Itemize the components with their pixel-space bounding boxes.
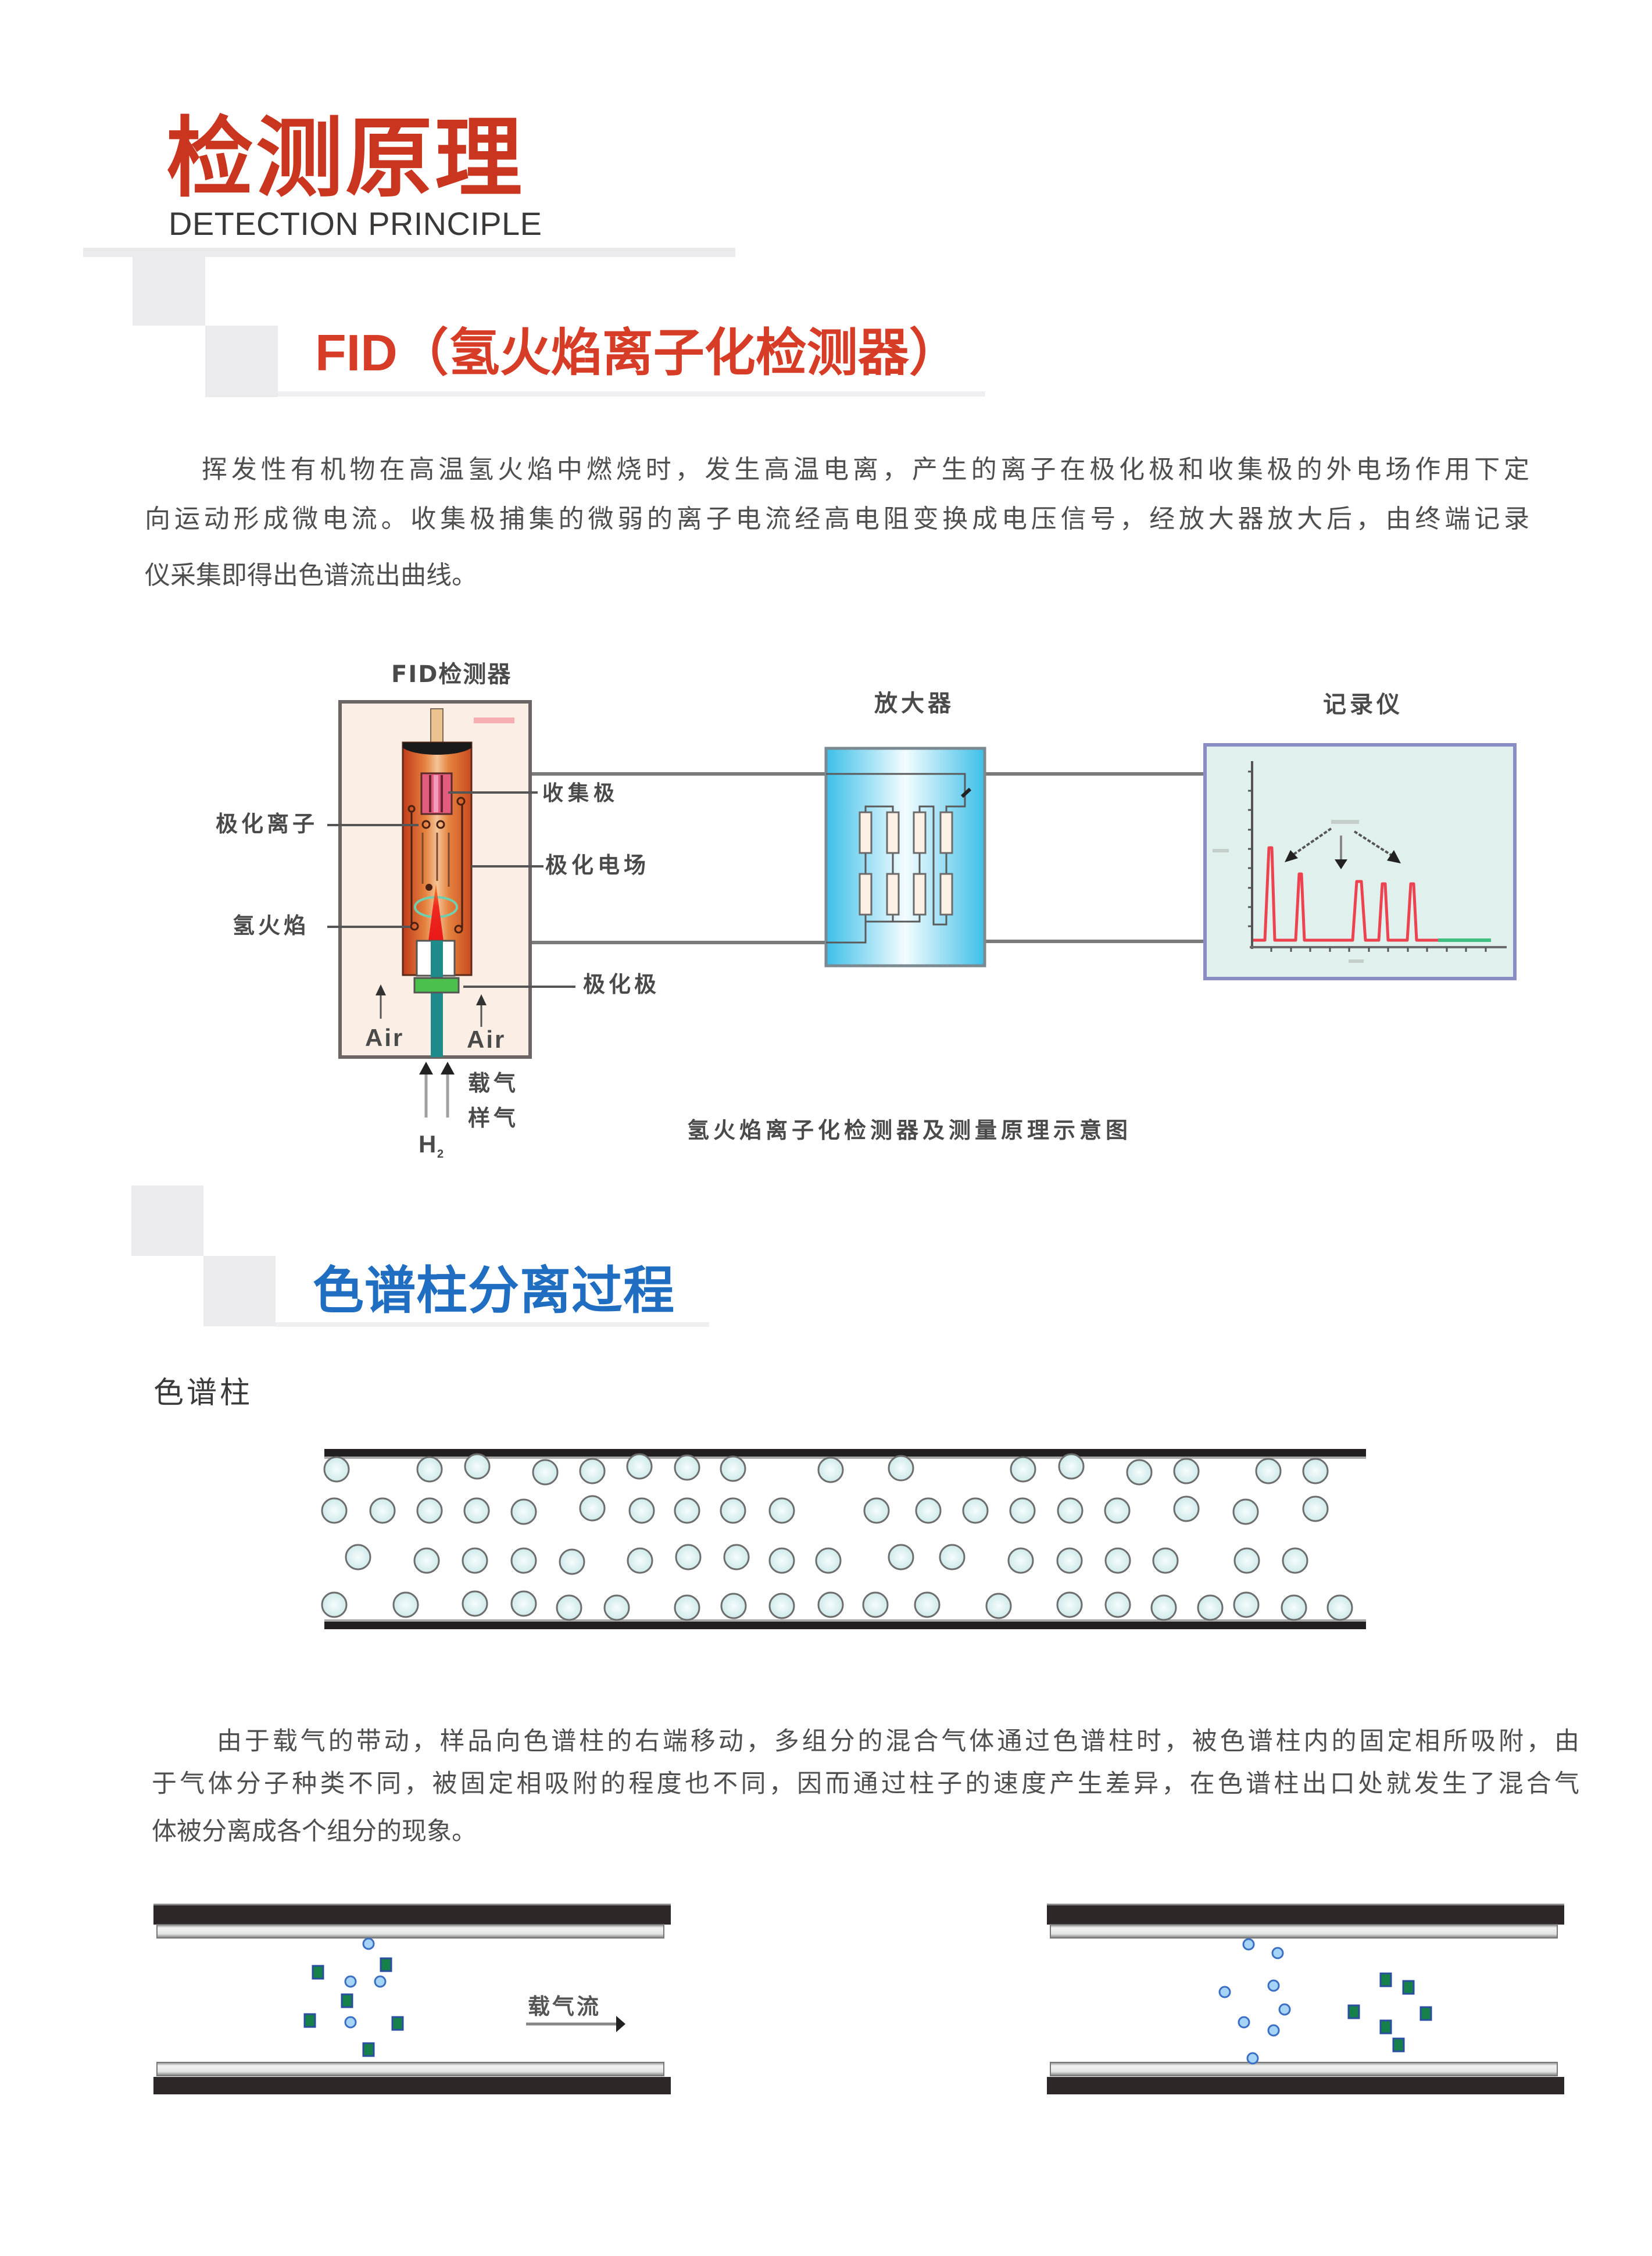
- label-air-right: Air: [467, 1026, 506, 1053]
- hydrogen-flame: [428, 884, 444, 941]
- red-label-mark: [474, 718, 514, 723]
- separation-paragraph-line: 由于载气的带动，样品向色谱柱的右端移动，多组分的混合气体通过色谱柱时，被色谱柱内…: [217, 1727, 1579, 1756]
- detector-title: FID检测器: [391, 661, 512, 688]
- label-polarizing-field: 极化电场: [545, 852, 650, 878]
- fid-paragraph-line: 挥发性有机物在高温氢火焰中燃烧时，发生高温电离，产生的离子在极化极和收集极的外电…: [202, 455, 1529, 484]
- separation-after-illustration: [1047, 1904, 1564, 2094]
- polarizing-electrode: [413, 977, 460, 994]
- peak-arrows-icon: [1285, 827, 1401, 869]
- page-title: 检测原理: [166, 108, 525, 209]
- chromatogram-axes: [1213, 761, 1507, 963]
- separation-before-illustration: [153, 1904, 671, 2094]
- fid-section-heading: FID（氢火焰离子化检测器）: [315, 324, 960, 381]
- carrier-flow-label: 载气流: [528, 1994, 602, 2019]
- carrier-flow-arrow-icon: [526, 2016, 625, 2032]
- header-decoration: [83, 248, 985, 397]
- label-polarized-ions: 极化离子: [216, 811, 319, 837]
- cylinder-cap: [403, 743, 471, 755]
- separation-paragraph-line: 于气体分子种类不同，被固定相吸附的程度也不同，因而通过柱子的速度产生差异，在色谱…: [152, 1769, 1579, 1798]
- separation-paragraph-line: 体被分离成各个组分的现象。: [152, 1817, 477, 1846]
- page-subtitle: DETECTION PRINCIPLE: [169, 205, 542, 242]
- air-arrow-left-icon: [376, 984, 386, 1019]
- air-arrow-right-icon: [476, 994, 487, 1027]
- recorder-illustration: [1203, 743, 1517, 980]
- collector-electrode: [420, 772, 453, 815]
- column-illustration: [321, 1449, 1366, 1629]
- chromatogram-trace: [1253, 846, 1438, 942]
- fid-paragraph-line: 向运动形成微电流。收集极捕集的微弱的离子电流经高电阻变换成电压信号，经放大器放大…: [145, 504, 1529, 534]
- label-carrier-gas: 载气: [468, 1070, 520, 1096]
- fid-paragraph-line: 仪采集即得出色谱流出曲线。: [145, 561, 477, 590]
- label-hydrogen-subscript: 2: [437, 1148, 444, 1161]
- column-label: 色谱柱: [153, 1376, 253, 1411]
- gas-inlet-arrows-icon: [419, 1062, 455, 1118]
- label-air-left: Air: [365, 1024, 405, 1051]
- fid-detector-illustration: [327, 700, 575, 1118]
- detector-rod: [430, 708, 444, 743]
- packing-beads: [321, 1453, 1353, 1621]
- separation-section-heading: 色谱柱分离过程: [313, 1261, 675, 1320]
- amplifier-illustration: [824, 747, 986, 968]
- recorder-title: 记录仪: [1323, 691, 1403, 718]
- diagram-caption: 氢火焰离子化检测器及测量原理示意图: [687, 1118, 1132, 1143]
- label-sample-gas: 样气: [468, 1105, 520, 1131]
- resistor-array: [859, 811, 953, 916]
- polarizing-field-lines: [407, 797, 466, 934]
- gas-tube: [431, 941, 443, 1057]
- label-hydrogen-flame: 氢火焰: [233, 913, 310, 938]
- separation-heading-decoration: [131, 1186, 709, 1327]
- amplifier-title: 放大器: [874, 690, 954, 717]
- label-polarizing-electrode: 极化极: [583, 972, 660, 997]
- label-hydrogen: H: [419, 1130, 437, 1158]
- label-collector: 收集极: [542, 781, 620, 805]
